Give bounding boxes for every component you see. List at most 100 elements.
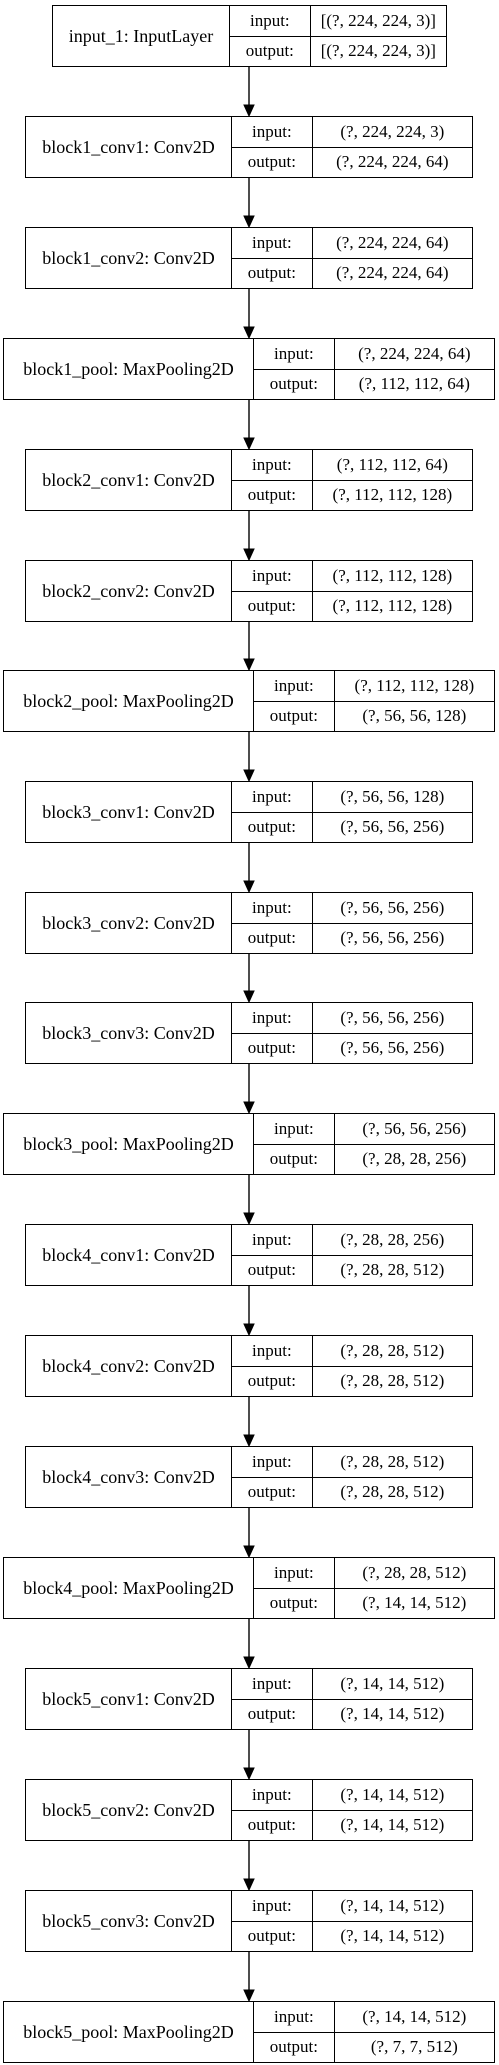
layer-name: block1_pool: MaxPooling2D [4,339,254,399]
input-row: input: (?, 28, 28, 256) [232,1225,472,1255]
output-row: output: (?, 7, 7, 512) [254,2031,494,2062]
input-shape: (?, 14, 14, 512) [340,1673,445,1693]
layer-io-table: input:(?, 14, 14, 512)output:(?, 14, 14,… [232,1891,472,1951]
input-shape: (?, 28, 28, 512) [362,1562,467,1582]
layer-name: block5_conv1: Conv2D [26,1669,232,1729]
layer-io-table: input:[(?, 224, 224, 3)]output:[(?, 224,… [230,6,446,66]
layer-io-table: input:(?, 56, 56, 256)output:(?, 56, 56,… [232,893,472,953]
edge-arrow [243,954,255,1004]
input-label: input: [232,561,313,591]
layer-name: block5_conv2: Conv2D [26,1780,232,1840]
output-label: output: [232,258,313,288]
output-shape: (?, 14, 14, 512) [340,1926,445,1946]
output-shape: (?, 14, 14, 512) [340,1704,445,1724]
output-label: output: [232,1366,313,1396]
input-row: input:(?, 112, 112, 64) [232,450,472,480]
input-shape: (?, 28, 28, 256) [340,1229,445,1249]
output-row: output: (?, 28, 28, 512) [232,1254,472,1285]
input-shape: (?, 56, 56, 256) [340,897,445,917]
layer-name: block3_conv1: Conv2D [26,782,232,842]
layer-name: block4_conv2: Conv2D [26,1336,232,1396]
input-shape: [(?, 224, 224, 3)] [320,10,436,30]
input-label: input: [254,2002,335,2032]
output-label: output: [232,1255,313,1285]
layer-name: block5_pool: MaxPooling2D [4,2002,254,2062]
output-row: output:(?, 56, 56, 256) [232,811,472,842]
input-label: input: [232,450,313,480]
edge-arrow [243,1841,255,1892]
input-shape: (?, 14, 14, 512) [340,1784,445,1804]
output-shape: (?, 14, 14, 512) [362,1593,467,1613]
output-label: output: [254,2032,335,2062]
output-label: output: [254,369,335,399]
input-row: input: [(?, 224, 224, 3)] [230,6,446,36]
layer-name: block2_conv2: Conv2D [26,561,232,621]
input-shape: (?, 112, 112, 128) [354,675,475,695]
input-shape: (?, 14, 14, 512) [362,2006,467,2026]
input-row: input:(?, 224, 224, 64) [254,339,494,369]
input-label: input: [254,339,335,369]
input-row: input:(?, 28, 28, 512) [254,1558,494,1588]
output-row: output:(?, 28, 28, 512) [232,1365,472,1396]
output-shape: (?, 112, 112, 64) [358,374,470,394]
output-shape: (?, 14, 14, 512) [340,1815,445,1835]
layer-io-table: input: (?, 28, 28, 256) output: (?, 28, 28,… [232,1225,472,1285]
output-row: output: (?, 56, 56, 128) [254,700,494,731]
output-row: output:(?, 224, 224, 64) [232,257,472,288]
input-row: input:(?, 14, 14, 512) [232,1891,472,1921]
input-label: input: [232,1225,313,1255]
output-label: output: [254,701,335,731]
output-label: output: [232,480,313,510]
output-shape: (?, 28, 28, 512) [340,1260,445,1280]
input-label: input: [232,782,313,812]
output-row: output:(?, 112, 112, 128) [232,479,472,510]
output-label: output: [254,1588,335,1618]
output-row: output:(?, 224, 224, 64) [232,146,472,177]
layer-io-table: input:(?, 56, 56, 256)output:(?, 28, 28,… [254,1114,494,1174]
input-label: input: [232,1003,313,1033]
input-row: input:(?, 14, 14, 512) [232,1669,472,1699]
edge-arrow [243,178,255,229]
output-shape: (?, 7, 7, 512) [370,2037,458,2057]
edge-arrow [243,1730,255,1781]
input-row: input:(?, 112, 112, 128) [254,671,494,701]
layer-name: block5_conv3: Conv2D [26,1891,232,1951]
layer-io-table: input:(?, 224, 224, 64)output:(?, 224, 2… [232,228,472,288]
edge-arrow [243,1619,255,1670]
input-row: input:(?, 14, 14, 512) [232,1780,472,1810]
input-label: input: [232,1447,313,1477]
input-shape: (?, 28, 28, 512) [340,1451,445,1471]
layer-name: block3_conv3: Conv2D [26,1003,232,1063]
edge-arrow [243,1397,255,1448]
output-shape: (?, 56, 56, 256) [340,1038,445,1058]
layer-name: block3_pool: MaxPooling2D [4,1114,254,1174]
edge-arrow [243,1064,255,1115]
layer-name: block2_conv1: Conv2D [26,450,232,510]
layer-io-table: input:(?, 28, 28, 512)output:(?, 28, 28,… [232,1336,472,1396]
edge-arrow [243,67,255,118]
output-row: output: (?, 14, 14, 512) [232,1809,472,1840]
input-label: input: [230,6,311,36]
output-row: output:(?, 56, 56, 256) [232,1032,472,1063]
layer-io-table: input:(?, 28, 28, 512)output:(?, 28, 28,… [232,1447,472,1507]
layer-name: block3_conv2: Conv2D [26,893,232,953]
input-row: input:(?, 28, 28, 512) [232,1336,472,1366]
output-shape: (?, 56, 56, 128) [362,706,467,726]
output-row: output: (?, 14, 14, 512) [254,1587,494,1618]
input-shape: (?, 56, 56, 256) [362,1118,467,1138]
input-label: input: [232,117,313,147]
input-row: input:(?, 224, 224, 64) [232,228,472,258]
output-label: output: [232,1810,313,1840]
